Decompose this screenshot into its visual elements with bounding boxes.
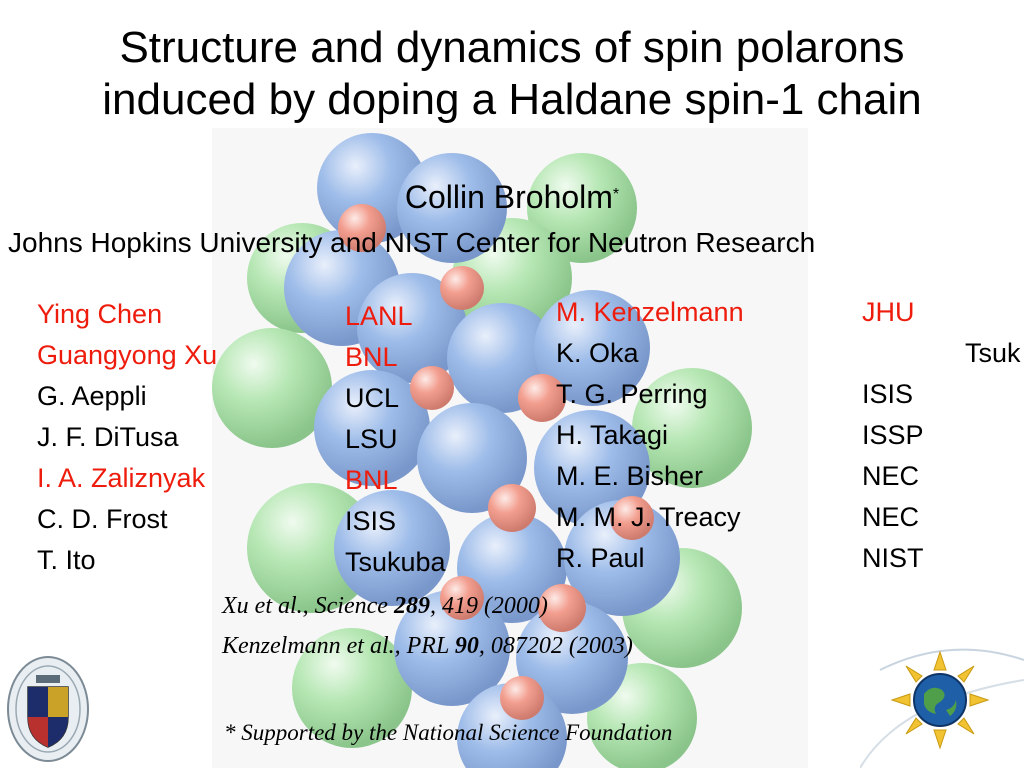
collaborator-institution: ISSP bbox=[862, 420, 924, 450]
collaborator-institution: NEC bbox=[862, 461, 920, 491]
collaborators-right-institutions: JHU ISIS ISSP NEC NEC NIST bbox=[862, 292, 924, 579]
collaborator-institution: LANL bbox=[345, 301, 413, 331]
collaborator-institution: BNL bbox=[345, 342, 398, 372]
reference-1: Xu et al., Science 289, 419 (2000) bbox=[222, 591, 548, 621]
reference-2: Kenzelmann et al., PRL 90, 087202 (2003) bbox=[222, 631, 633, 661]
collaborator-name: Guangyong Xu bbox=[37, 340, 218, 370]
collaborator-institution: Tsukuba bbox=[345, 547, 446, 577]
collaborator-name: M. E. Bisher bbox=[556, 461, 704, 491]
collaborator-name: I. A. Zaliznyak bbox=[37, 463, 206, 493]
collaborator-name: T. Ito bbox=[37, 545, 96, 575]
collaborator-institution: NEC bbox=[862, 502, 920, 532]
funding-footnote: * Supported by the National Science Foun… bbox=[224, 720, 673, 745]
collaborator-institution: BNL bbox=[345, 465, 398, 495]
collaborator-name: R. Paul bbox=[556, 543, 645, 573]
collaborators-right-names: M. Kenzelmann K. Oka T. G. Perring H. Ta… bbox=[556, 292, 744, 579]
author-name: Collin Broholm* bbox=[0, 178, 1024, 216]
collaborator-name: J. F. DiTusa bbox=[37, 422, 179, 452]
collaborators-left-names: Ying Chen Guangyong Xu G. Aeppli J. F. D… bbox=[37, 294, 217, 581]
collaborator-name: G. Aeppli bbox=[37, 381, 147, 411]
author-affiliation: Johns Hopkins University and NIST Center… bbox=[8, 227, 816, 258]
collaborator-name: C. D. Frost bbox=[37, 504, 168, 534]
title-line-1: Structure and dynamics of spin polarons bbox=[119, 23, 905, 72]
collaborator-name: K. Oka bbox=[556, 338, 639, 368]
collaborator-institution: ISIS bbox=[345, 506, 397, 536]
collaborator-institution: JHU bbox=[862, 297, 915, 327]
collaborator-institution: ISIS bbox=[862, 379, 914, 409]
nsf-logo-icon bbox=[890, 650, 990, 750]
collaborator-institution: LSU bbox=[345, 424, 398, 454]
collaborator-name: M. Kenzelmann bbox=[556, 297, 744, 327]
reference-2-volume: 90 bbox=[454, 633, 479, 659]
reference-2-text: Kenzelmann et al., PRL bbox=[222, 633, 455, 659]
author-footnote-mark: * bbox=[612, 186, 620, 203]
reference-1-volume: 289 bbox=[393, 593, 430, 619]
collaborator-institution: UCL bbox=[345, 383, 400, 413]
collaborator-name: T. G. Perring bbox=[556, 379, 708, 409]
collaborator-name: Ying Chen bbox=[37, 299, 163, 329]
spin-chain-model-image bbox=[212, 128, 808, 773]
reference-2-pages: , 087202 (2003) bbox=[478, 633, 633, 659]
clipped-institution: Tsuk bbox=[965, 338, 1021, 368]
collaborator-name: M. M. J. Treacy bbox=[556, 502, 741, 532]
collaborator-name: H. Takagi bbox=[556, 420, 669, 450]
author-text: Collin Broholm bbox=[404, 179, 613, 215]
jhu-seal-icon bbox=[7, 656, 89, 762]
slide-title: Structure and dynamics of spin polarons … bbox=[0, 22, 1024, 126]
collaborator-institution: NIST bbox=[862, 543, 924, 573]
title-line-2: induced by doping a Haldane spin-1 chain bbox=[102, 75, 922, 124]
reference-1-text: Xu et al., Science bbox=[222, 593, 394, 619]
collaborator-institution bbox=[862, 333, 924, 374]
sphere-chain-graphic bbox=[212, 128, 808, 773]
collaborators-left-institutions: LANL BNL UCL LSU BNL ISIS Tsukuba bbox=[345, 296, 446, 583]
reference-1-pages: , 419 (2000) bbox=[429, 593, 548, 619]
